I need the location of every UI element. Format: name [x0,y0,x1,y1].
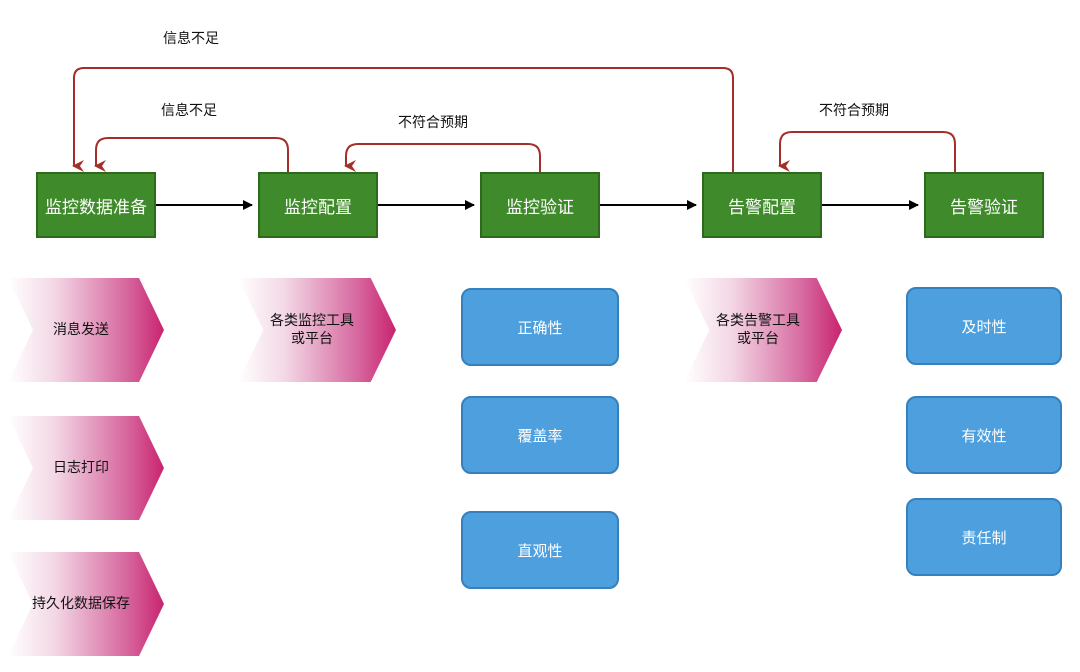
label-outer-info-insufficient: 信息不足 [163,31,219,47]
chevron-log-print-label: 日志打印 [53,459,109,476]
feedback-arrow-inner [94,137,289,172]
chevron-message-send: 消息发送 [8,278,164,382]
stage-monitor-verify: 监控验证 [480,172,600,238]
chevron-persist-data-label: 持久化数据保存 [32,595,130,612]
chevron-message-send-label: 消息发送 [53,321,109,338]
label-alert-not-expected: 不符合预期 [819,103,889,119]
chevron-alert-tools-label: 各类告警工具 或平台 [716,312,800,347]
stage-monitor-data-prepare: 监控数据准备 [36,172,156,238]
metric-effectiveness: 有效性 [906,396,1062,474]
metric-intuitiveness: 直观性 [461,511,619,589]
metric-accountability: 责任制 [906,498,1062,576]
feedback-arrow-monitor-verify [344,143,541,172]
stage-monitor-config: 监控配置 [258,172,378,238]
metric-timeliness: 及时性 [906,287,1062,365]
label-monitor-not-expected: 不符合预期 [398,115,468,131]
chevron-persist-data: 持久化数据保存 [8,552,164,656]
chevron-log-print: 日志打印 [8,416,164,520]
chevron-monitor-tools-label: 各类监控工具 或平台 [270,312,354,347]
feedback-arrow-alert-verify [778,131,956,172]
chevron-monitor-tools: 各类监控工具 或平台 [238,278,396,382]
stage-alert-config: 告警配置 [702,172,822,238]
metric-coverage: 覆盖率 [461,396,619,474]
chevron-alert-tools: 各类告警工具 或平台 [684,278,842,382]
stage-alert-verify: 告警验证 [924,172,1044,238]
metric-correctness: 正确性 [461,288,619,366]
feedback-arrow-outer [72,67,734,172]
label-inner-info-insufficient: 信息不足 [161,103,217,119]
